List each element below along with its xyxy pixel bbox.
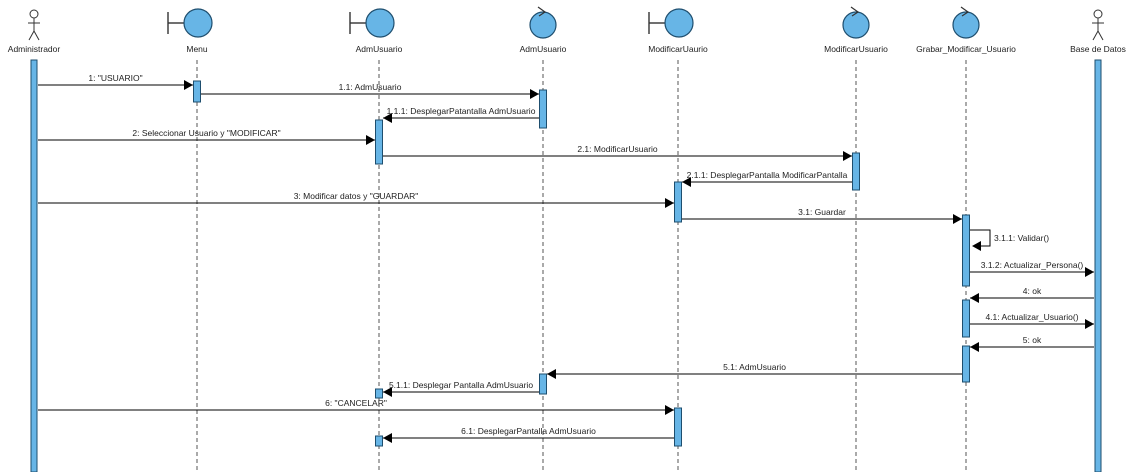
message: 3.1.2: Actualizar_Persona() bbox=[970, 260, 1094, 277]
message-label: 3.1.1: Validar() bbox=[994, 233, 1049, 243]
message-label: 3: Modificar datos y "GUARDAR" bbox=[294, 191, 419, 201]
message: 1: "USUARIO" bbox=[38, 73, 193, 90]
control-icon bbox=[529, 6, 557, 39]
message-label: 2.1.1: DesplegarPantalla ModificarPantal… bbox=[687, 170, 848, 180]
participant-name: AdmUsuario bbox=[520, 44, 567, 54]
message-label: 1.1: AdmUsuario bbox=[339, 82, 402, 92]
message-label: 3.1: Guardar bbox=[798, 207, 846, 217]
message: 2: Seleccionar Usuario y "MODIFICAR" bbox=[38, 128, 375, 145]
message: 3.1: Guardar bbox=[682, 207, 962, 224]
arrowhead bbox=[953, 214, 962, 224]
participant-modificaruaurio: ModificarUaurio bbox=[648, 8, 708, 472]
arrowhead bbox=[530, 89, 539, 99]
message-line bbox=[970, 229, 991, 247]
arrowhead bbox=[665, 198, 674, 208]
message-label: 6: "CANCELAR" bbox=[325, 398, 387, 408]
arrowhead bbox=[383, 113, 392, 123]
control-icon bbox=[952, 6, 980, 39]
message-label: 1.1.1: DesplegarPatantalla AdmUsuario bbox=[387, 106, 536, 116]
message-label: 6.1: DesplegarPantalla AdmUsuario bbox=[461, 426, 596, 436]
message: 1.1.1: DesplegarPatantalla AdmUsuario bbox=[383, 106, 539, 123]
message: 5.1: AdmUsuario bbox=[547, 362, 962, 379]
message-label: 2: Seleccionar Usuario y "MODIFICAR" bbox=[132, 128, 280, 138]
message-label: 2.1: ModificarUsuario bbox=[577, 144, 658, 154]
actor-icon bbox=[1092, 9, 1104, 41]
participant-admusuario_c: AdmUsuario bbox=[520, 6, 567, 472]
activation-bar bbox=[852, 152, 860, 191]
actor-icon bbox=[28, 9, 40, 41]
control-icon bbox=[842, 6, 870, 39]
message-label: 5.1: AdmUsuario bbox=[723, 362, 786, 372]
message: 3: Modificar datos y "GUARDAR" bbox=[38, 191, 674, 208]
arrowhead bbox=[972, 241, 981, 251]
message: 6.1: DesplegarPantalla AdmUsuario bbox=[383, 426, 674, 443]
activation-bar bbox=[30, 59, 38, 472]
message: 2.1: ModificarUsuario bbox=[383, 144, 852, 161]
message-label: 5: ok bbox=[1023, 335, 1042, 345]
arrowhead bbox=[1085, 319, 1094, 329]
message: 5: ok bbox=[970, 335, 1094, 352]
activation-bar bbox=[962, 214, 970, 287]
activation-bar bbox=[1094, 59, 1102, 472]
message: 4.1: Actualizar_Usuario() bbox=[970, 312, 1094, 329]
arrowhead bbox=[383, 433, 392, 443]
activation-bar bbox=[375, 388, 383, 399]
participant-name: Base de Datos bbox=[1070, 44, 1126, 54]
activation-bar bbox=[375, 119, 383, 165]
arrowhead bbox=[383, 387, 392, 397]
message-label: 5.1.1: Desplegar Pantalla AdmUsuario bbox=[389, 380, 533, 390]
activation-bar bbox=[674, 181, 682, 223]
activation-bar bbox=[539, 373, 547, 395]
message: 2.1.1: DesplegarPantalla ModificarPantal… bbox=[682, 170, 852, 187]
arrowhead bbox=[366, 135, 375, 145]
participant-modificarusuario: ModificarUsuario bbox=[824, 6, 888, 472]
participant-name: Grabar_Modificar_Usuario bbox=[916, 44, 1016, 54]
participant-name: Menu bbox=[186, 44, 208, 54]
arrowhead bbox=[547, 369, 556, 379]
boundary-icon bbox=[349, 8, 395, 38]
activation-bar bbox=[962, 299, 970, 338]
participant-name: ModificarUsuario bbox=[824, 44, 888, 54]
participant-name: ModificarUaurio bbox=[648, 44, 708, 54]
message: 4: ok bbox=[970, 286, 1094, 303]
activation-bar bbox=[375, 435, 383, 447]
message: 5.1.1: Desplegar Pantalla AdmUsuario bbox=[383, 380, 539, 397]
boundary-icon bbox=[648, 8, 694, 38]
arrowhead bbox=[1085, 267, 1094, 277]
message-label: 1: "USUARIO" bbox=[88, 73, 142, 83]
message: 3.1.1: Validar() bbox=[970, 229, 1049, 251]
activation-bar bbox=[962, 345, 970, 383]
activation-bar bbox=[193, 80, 201, 103]
participant-admusuario_b: AdmUsuario bbox=[349, 8, 403, 472]
activation-bar bbox=[674, 407, 682, 447]
message-label: 4: ok bbox=[1023, 286, 1042, 296]
participant-menu: Menu bbox=[167, 8, 213, 472]
activation-bar bbox=[539, 89, 547, 129]
arrowhead bbox=[184, 80, 193, 90]
arrowhead bbox=[665, 405, 674, 415]
message: 6: "CANCELAR" bbox=[38, 398, 674, 415]
boundary-icon bbox=[167, 8, 213, 38]
participant-name: AdmUsuario bbox=[356, 44, 403, 54]
arrowhead bbox=[843, 151, 852, 161]
message-label: 4.1: Actualizar_Usuario() bbox=[985, 312, 1078, 322]
message: 1.1: AdmUsuario bbox=[201, 82, 539, 99]
arrowhead bbox=[682, 177, 691, 187]
participant-name: Administrador bbox=[8, 44, 61, 54]
arrowhead bbox=[970, 293, 979, 303]
message-label: 3.1.2: Actualizar_Persona() bbox=[981, 260, 1084, 270]
arrowhead bbox=[970, 342, 979, 352]
